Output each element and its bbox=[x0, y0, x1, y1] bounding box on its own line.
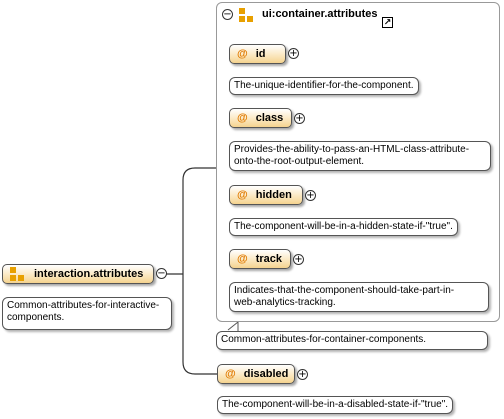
disabled-doc: The-component-will-be-in-a-disabled-stat… bbox=[217, 396, 454, 414]
expand-id-icon[interactable]: + bbox=[288, 48, 299, 59]
attribute-track[interactable]: @ track bbox=[229, 249, 291, 269]
attribute-at-icon: @ bbox=[237, 253, 248, 265]
hidden-doc: The-component-will-be-in-a-hidden-state-… bbox=[229, 218, 458, 236]
expand-class-icon[interactable]: + bbox=[294, 113, 305, 124]
attribute-at-icon: @ bbox=[237, 48, 248, 60]
attribute-name: disabled bbox=[243, 368, 289, 380]
attribute-name: class bbox=[255, 112, 284, 124]
attribute-at-icon: @ bbox=[237, 112, 248, 124]
attribute-name: hidden bbox=[255, 189, 292, 201]
collapse-root-icon[interactable]: − bbox=[156, 268, 167, 279]
group-doc: Common-attributes-for-container-componen… bbox=[216, 331, 488, 350]
expand-hidden-icon[interactable]: + bbox=[305, 190, 316, 201]
doc-line: The-component-will-be-in-a-disabled-stat… bbox=[222, 399, 449, 410]
doc-line: The-unique-identifier-for-the-component. bbox=[234, 80, 414, 91]
root-doc-line-1: Common-attributes-for-interactive- bbox=[7, 300, 160, 311]
external-link-icon[interactable]: ↗ bbox=[382, 17, 393, 28]
attribute-class[interactable]: @ class bbox=[229, 108, 292, 128]
root-doc: Common-attributes-for-interactive- compo… bbox=[2, 297, 172, 330]
attribute-group-icon bbox=[10, 267, 24, 281]
expand-track-icon[interactable]: + bbox=[293, 254, 304, 265]
doc-line: web-analytics-tracking. bbox=[234, 297, 336, 308]
expand-disabled-icon[interactable]: + bbox=[297, 369, 308, 380]
collapse-group-icon[interactable]: − bbox=[222, 9, 233, 20]
root-doc-line-2: components. bbox=[7, 312, 65, 323]
attribute-name: id bbox=[255, 48, 266, 60]
track-doc: Indicates-that-the-component-should-take… bbox=[229, 282, 489, 312]
class-doc: Provides-the-ability-to-pass-an-HTML-cla… bbox=[229, 141, 491, 171]
attribute-id[interactable]: @ id bbox=[229, 44, 286, 64]
attribute-hidden[interactable]: @ hidden bbox=[229, 185, 303, 205]
group-title: ui:container.attributes bbox=[262, 8, 378, 20]
group-icon bbox=[239, 8, 253, 22]
attribute-disabled[interactable]: @ disabled bbox=[217, 364, 295, 384]
doc-line: onto-the-root-output-element. bbox=[234, 156, 365, 167]
doc-line: The-component-will-be-in-a-hidden-state-… bbox=[234, 221, 453, 232]
id-doc: The-unique-identifier-for-the-component. bbox=[229, 77, 419, 95]
doc-line: Common-attributes-for-container-componen… bbox=[221, 334, 427, 345]
attribute-name: track bbox=[255, 253, 283, 265]
doc-line: Provides-the-ability-to-pass-an-HTML-cla… bbox=[234, 144, 470, 155]
attribute-at-icon: @ bbox=[237, 189, 248, 201]
attribute-at-icon: @ bbox=[225, 368, 236, 380]
root-label: interaction.attributes bbox=[34, 268, 144, 280]
root-attribute-group[interactable]: interaction.attributes bbox=[2, 264, 154, 284]
doc-line: Indicates-that-the-component-should-take… bbox=[234, 285, 455, 296]
